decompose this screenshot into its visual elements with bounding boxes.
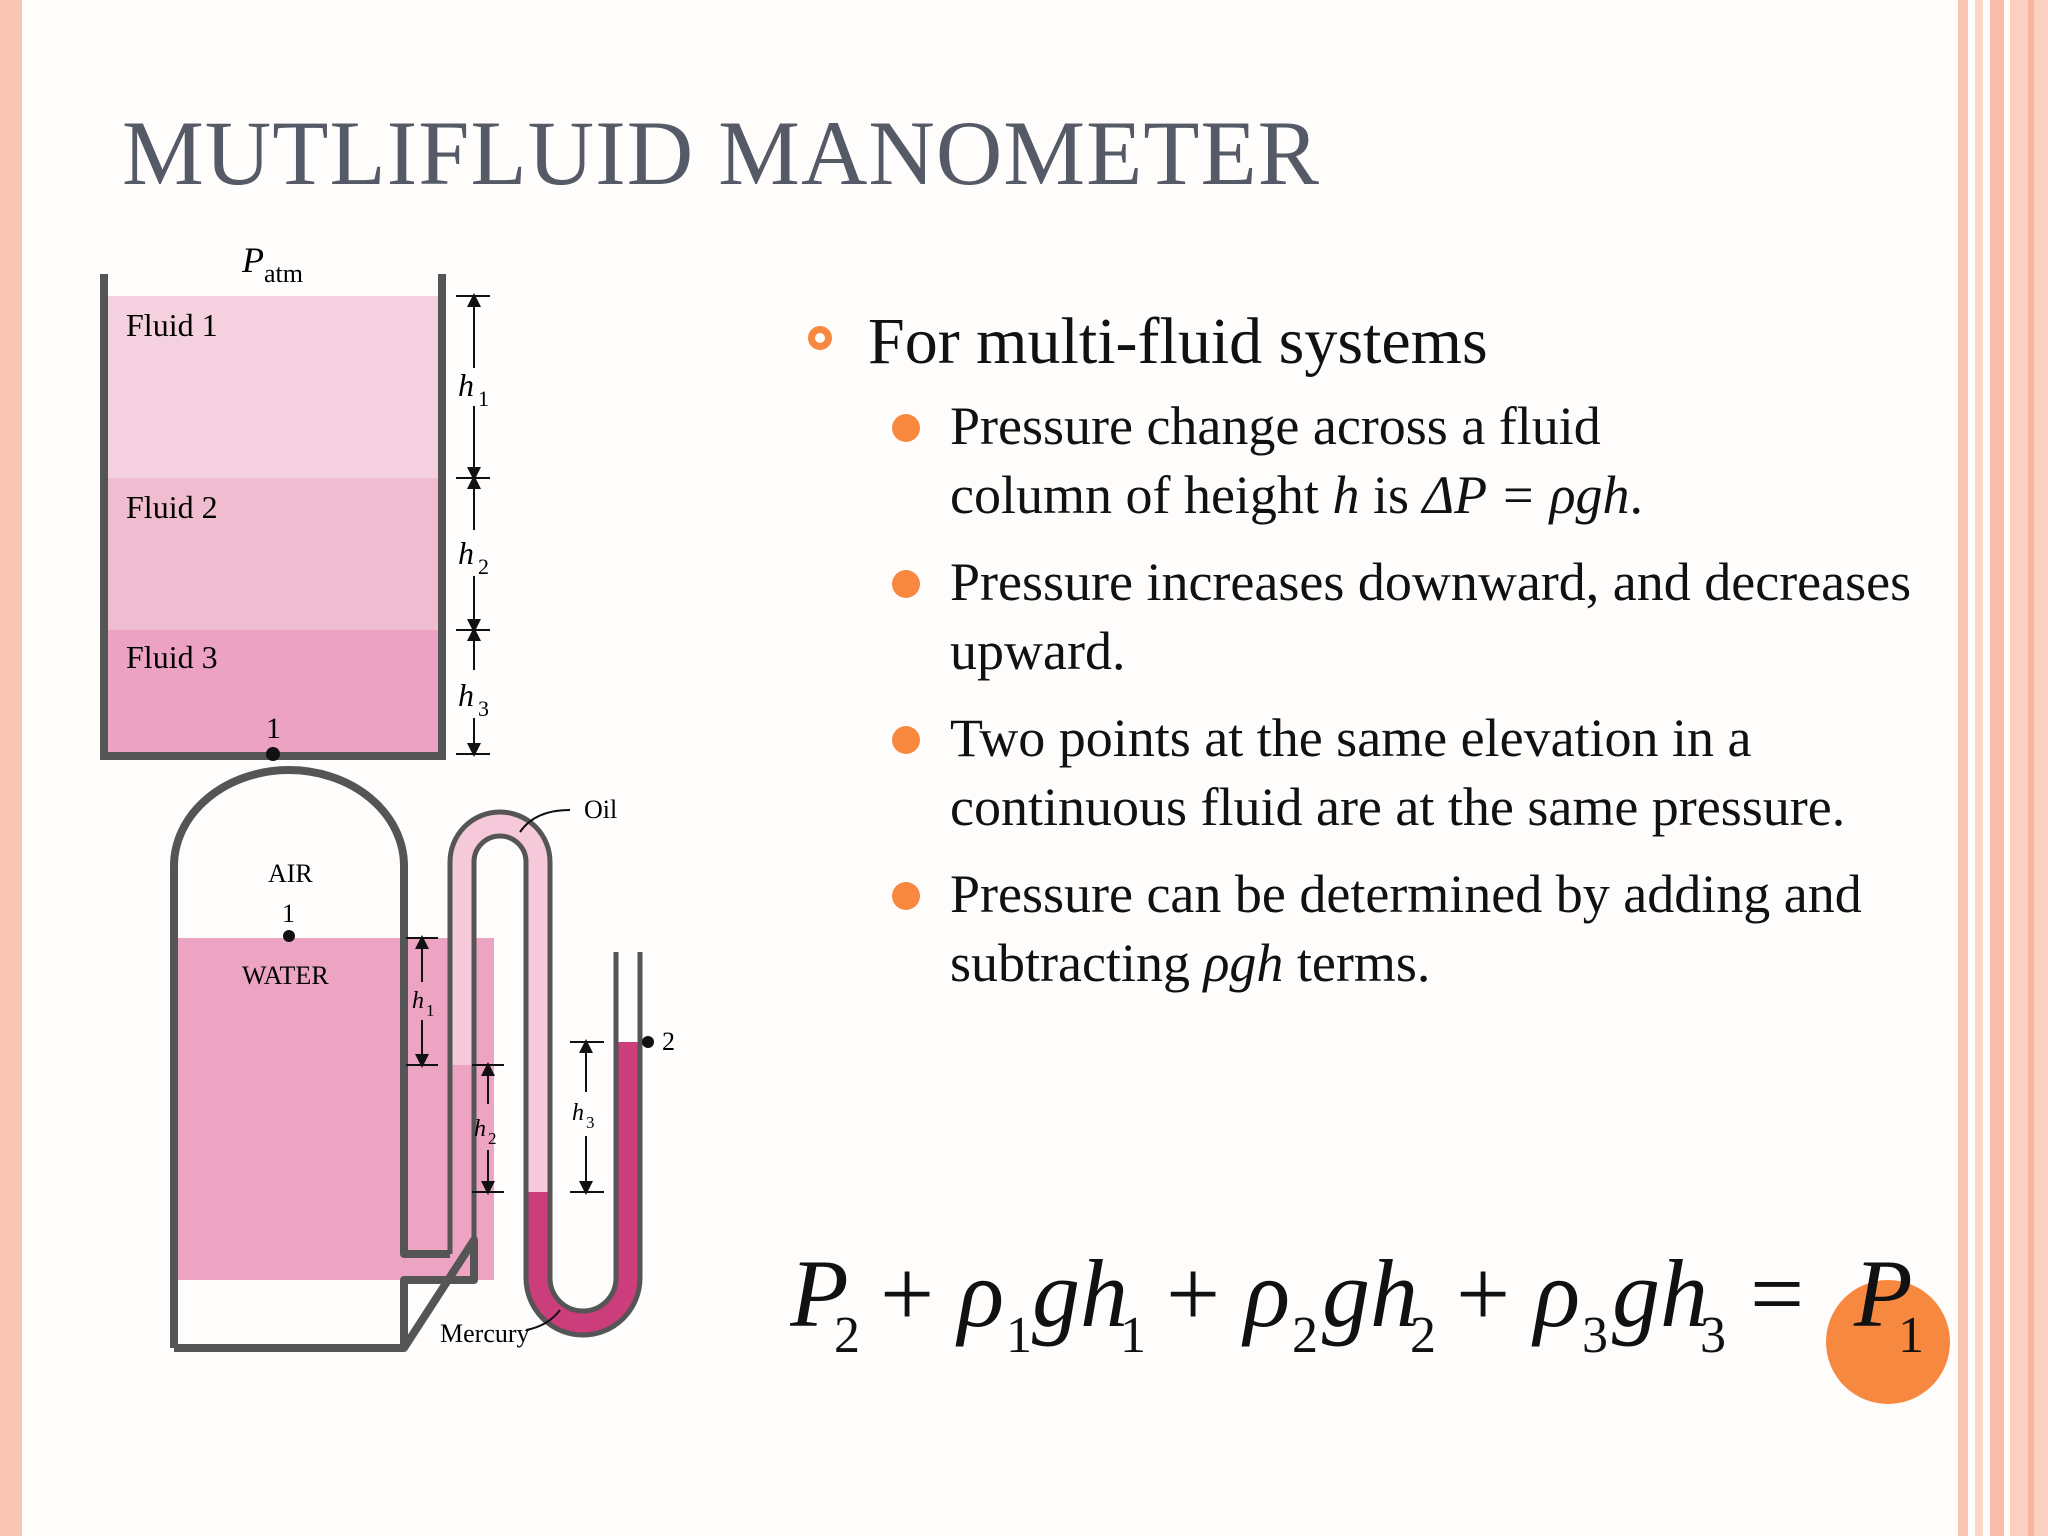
- sub-bullet-3: Two points at the same elevation in a co…: [892, 704, 1950, 842]
- sub-bullet-2: Pressure increases downward, and decreas…: [892, 548, 1950, 686]
- oil-label: Oil: [584, 795, 617, 824]
- h1-subscript: 1: [426, 1001, 435, 1020]
- h3-label: h: [458, 677, 474, 713]
- point-1-marker: [283, 930, 295, 942]
- point-1-label: 1: [282, 899, 295, 928]
- eq-p2: P: [790, 1240, 849, 1347]
- h1-subscript: 1: [478, 386, 489, 411]
- fluid-2-layer: [106, 478, 440, 630]
- sub-bullet-1: Pressure change across a fluid column of…: [892, 392, 1950, 530]
- manometer-diagram: P atm Fluid 1 Fluid 2 Fluid 3 1 h 1 h 2 …: [100, 240, 675, 1352]
- ring-bullet-icon: [808, 326, 832, 350]
- point-2-marker: [642, 1036, 654, 1048]
- eq-h2-sub: 2: [1410, 1307, 1436, 1364]
- h2-subscript: 2: [478, 554, 489, 579]
- h2-label: h: [458, 535, 474, 571]
- slide-title: MUTLIFLUID MANOMETER: [122, 102, 1321, 204]
- h3-label: h: [572, 1100, 584, 1126]
- eq-rho1-sub: 1: [1006, 1307, 1032, 1364]
- eq-rho1: ρ: [955, 1240, 1004, 1347]
- dot-bullet-icon: [892, 414, 920, 442]
- fluid-3-label: Fluid 3: [126, 639, 218, 675]
- eq-plus: +: [1456, 1240, 1510, 1347]
- mercury-label: Mercury: [440, 1319, 530, 1348]
- right-border-stripe: [2028, 0, 2034, 1536]
- oil-column: [452, 814, 548, 1192]
- right-border-stripe: [1958, 0, 1968, 1536]
- eq-p1-sub: 1: [1898, 1307, 1924, 1364]
- point-2-label: 2: [662, 1027, 675, 1056]
- dot-bullet-icon: [892, 570, 920, 598]
- eq-p1: P: [1853, 1240, 1913, 1347]
- left-border-stripe: [0, 0, 22, 1536]
- eq-plus: +: [880, 1240, 934, 1347]
- h1-label: h: [412, 988, 424, 1014]
- point-1-marker: [266, 747, 280, 761]
- top-tank: P atm Fluid 1 Fluid 2 Fluid 3 1 h 1 h 2 …: [100, 240, 490, 761]
- mercury-column: [528, 1042, 638, 1333]
- page-number-circle: [1826, 1280, 1950, 1404]
- eq-rho3: ρ: [1531, 1240, 1580, 1347]
- fluid-1-label: Fluid 1: [126, 307, 218, 343]
- h2-subscript: 2: [488, 1129, 497, 1148]
- main-bullet: For multi-fluid systems: [800, 300, 1950, 384]
- eq-gh1: gh: [1032, 1240, 1128, 1347]
- eq-h3-sub: 3: [1700, 1307, 1726, 1364]
- dot-bullet-icon: [892, 726, 920, 754]
- dot-bullet-icon: [892, 882, 920, 910]
- eq-gh2: gh: [1322, 1240, 1418, 1347]
- sub-bullet-list: Pressure change across a fluid column of…: [800, 392, 1950, 998]
- bullet-list: For multi-fluid systems Pressure change …: [800, 300, 1950, 1016]
- right-border-stripe: [1990, 0, 2004, 1536]
- eq-rho3-sub: 3: [1582, 1307, 1608, 1364]
- eq-rho2-sub: 2: [1292, 1307, 1318, 1364]
- fluid-3-layer: [106, 630, 440, 752]
- h2-label: h: [474, 1116, 486, 1142]
- bottom-manometer: AIR 1 WATER Oil Mercury 2 h 1: [170, 766, 675, 1352]
- eq-rho2: ρ: [1241, 1240, 1290, 1347]
- eq-h1-sub: 1: [1120, 1307, 1146, 1364]
- right-border-stripe: [1975, 0, 1983, 1536]
- water-region: [176, 938, 494, 1280]
- eq-plus: +: [1166, 1240, 1220, 1347]
- air-water-tank: [170, 766, 478, 1352]
- equation: P 2 + ρ 1 gh 1 + ρ 2 gh 2 + ρ 3 gh 3 = P…: [790, 1240, 1924, 1364]
- eq-gh3: gh: [1612, 1240, 1708, 1347]
- h3-subscript: 3: [478, 696, 489, 721]
- sub-bullet-4: Pressure can be determined by adding and…: [892, 860, 1950, 998]
- fluid-2-label: Fluid 2: [126, 489, 218, 525]
- p-atm-label: P: [241, 240, 264, 280]
- eq-p2-sub: 2: [834, 1307, 860, 1364]
- h3-subscript: 3: [586, 1113, 595, 1132]
- point-1-label: 1: [266, 712, 281, 745]
- h1-label: h: [458, 367, 474, 403]
- fluid-1-layer: [106, 296, 440, 478]
- eq-equals: =: [1750, 1240, 1804, 1347]
- p-atm-subscript: atm: [264, 259, 303, 288]
- water-label: WATER: [242, 961, 329, 990]
- air-label: AIR: [268, 859, 313, 888]
